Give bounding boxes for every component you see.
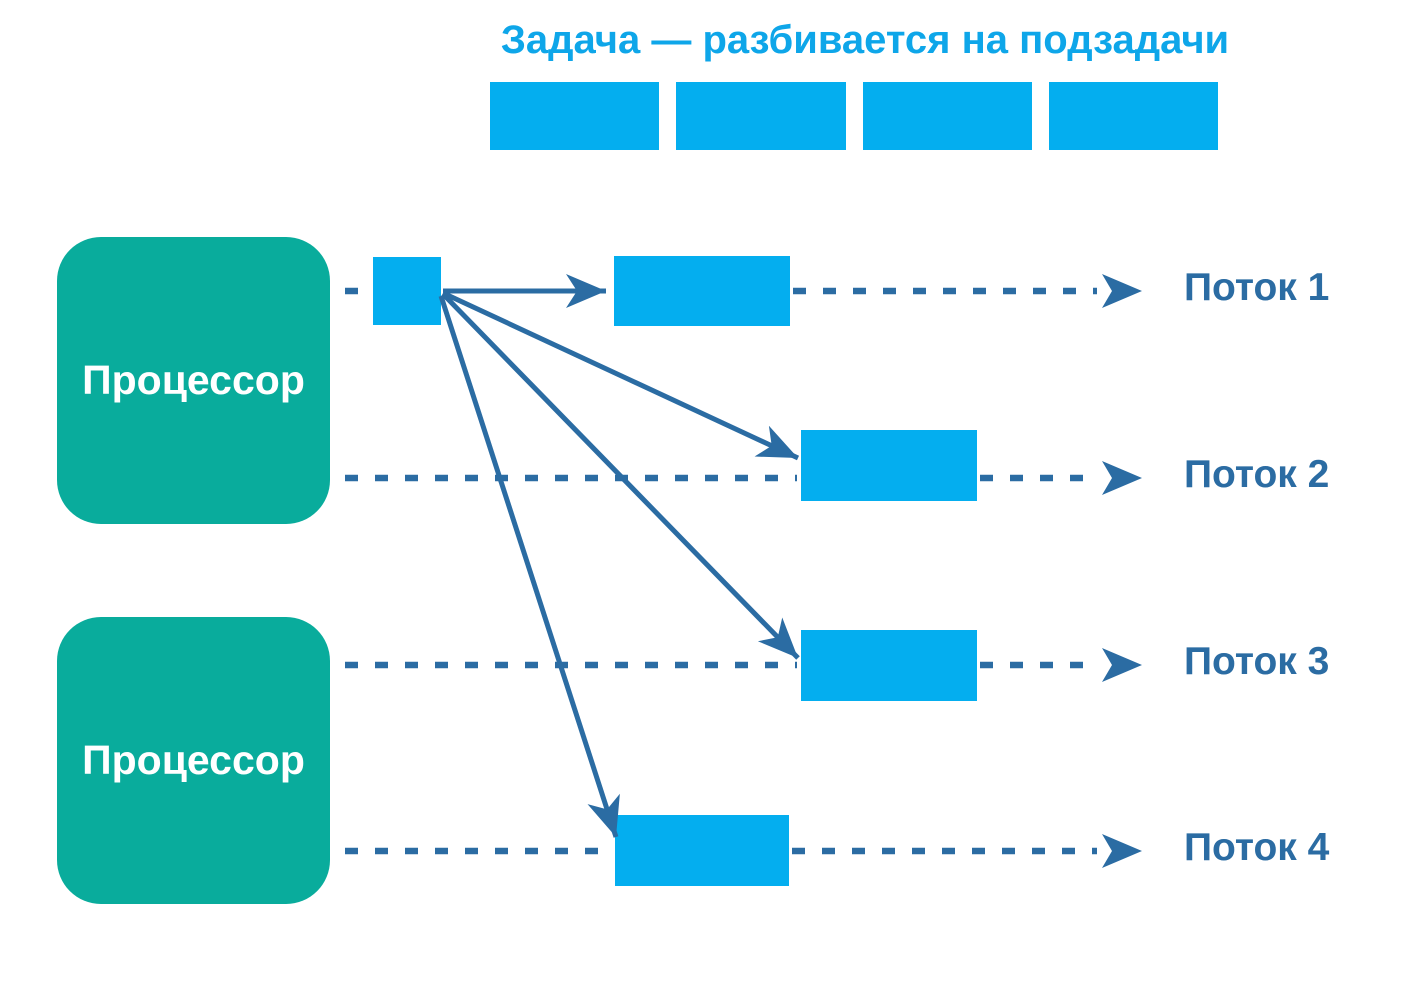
thread-1-subtask-block	[614, 256, 790, 326]
thread-2-arrowhead-icon	[1102, 461, 1142, 495]
thread-1-arrowhead-icon	[1102, 274, 1142, 308]
thread-3-subtask-block	[801, 630, 977, 701]
subtask-block-4	[1048, 82, 1218, 150]
thread-3-arrowhead-icon	[1102, 648, 1142, 682]
fork-arrow-to-thread-2	[441, 290, 800, 461]
thread-1-label: Поток 1	[1184, 266, 1330, 309]
thread-4-subtask-block	[615, 815, 789, 886]
subtask-block-2	[676, 82, 846, 150]
subtask-block-3	[862, 82, 1032, 150]
processor-box-2: Процессор	[57, 617, 330, 904]
task-subtasks-row	[490, 82, 1218, 150]
processor-box-1: Процессор	[57, 237, 330, 524]
thread-4-label: Поток 4	[1184, 826, 1330, 869]
thread-3-label: Поток 3	[1184, 640, 1330, 683]
diagram-title: Задача — разбивается на подзадачи	[500, 18, 1230, 62]
fork-arrow-to-thread-4	[438, 295, 620, 838]
subtask-block-1	[490, 82, 660, 150]
processor-2-label: Процессор	[82, 737, 305, 783]
thread-4-arrowhead-icon	[1102, 834, 1142, 868]
thread-2-subtask-block	[801, 430, 977, 501]
processor-1-label: Процессор	[82, 357, 305, 403]
thread-2-label: Поток 2	[1184, 453, 1330, 496]
origin-subtask-block	[373, 257, 441, 325]
fork-arrow-to-thread-3	[441, 292, 800, 660]
